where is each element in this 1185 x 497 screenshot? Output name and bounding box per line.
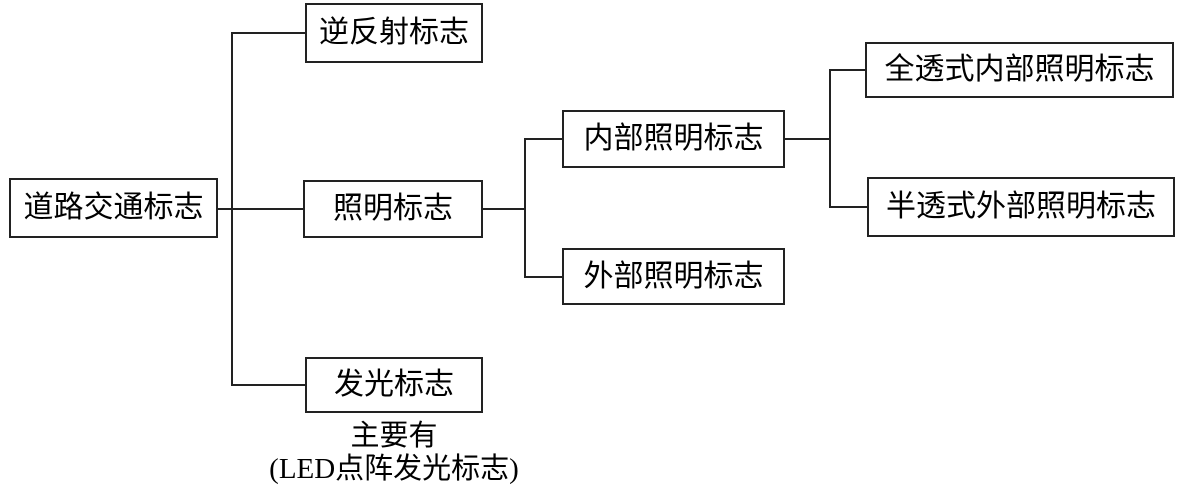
- caption-line-1: 主要有: [350, 420, 438, 452]
- node-internally-illuminated-sign: 内部照明标志: [562, 110, 785, 168]
- connector-to-external: [524, 276, 564, 278]
- node-retroreflective-sign: 逆反射标志: [305, 3, 483, 63]
- connector-to-internal: [524, 138, 564, 140]
- connector-trunk-level2: [524, 138, 526, 278]
- connector-root-to-trunk: [218, 208, 305, 210]
- connector-to-full-transmissive: [829, 69, 867, 71]
- node-illuminated-sign: 照明标志: [303, 180, 483, 238]
- connector-to-semi-transmissive: [829, 206, 869, 208]
- node-externally-illuminated-sign: 外部照明标志: [562, 248, 785, 305]
- connector-to-retroreflective: [231, 32, 305, 34]
- node-luminous-sign: 发光标志: [305, 357, 483, 413]
- node-road-traffic-signs: 道路交通标志: [9, 178, 218, 238]
- connector-internal-to-trunk: [785, 138, 831, 140]
- node-full-transmissive-internal-sign: 全透式内部照明标志: [865, 42, 1174, 98]
- connector-illuminated-to-trunk: [483, 208, 526, 210]
- luminous-sign-caption: 主要有 (LED点阵发光标志): [238, 420, 550, 486]
- node-semi-transmissive-external-sign: 半透式外部照明标志: [867, 177, 1175, 237]
- connector-trunk-level1: [231, 32, 233, 386]
- connector-trunk-level3: [829, 69, 831, 208]
- connector-to-luminous: [231, 384, 305, 386]
- caption-line-2: (LED点阵发光标志): [269, 453, 519, 485]
